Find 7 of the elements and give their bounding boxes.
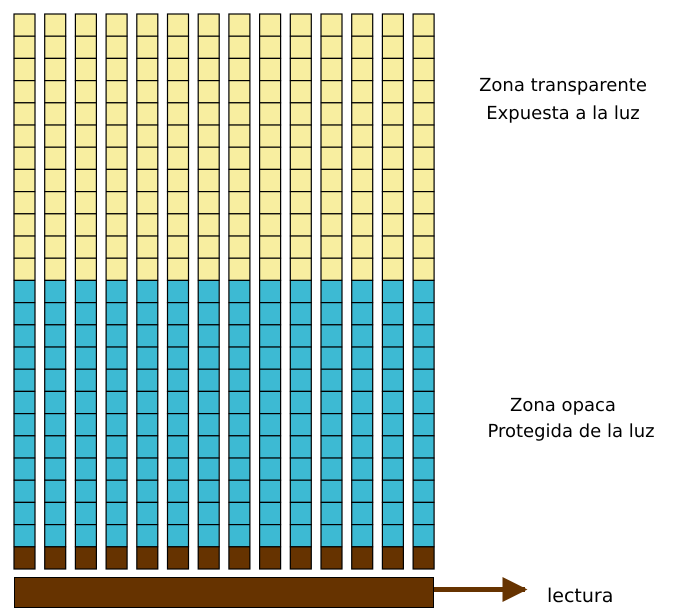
readout-register-bar xyxy=(14,577,434,608)
zone-label: Zona opaca xyxy=(510,395,616,417)
zone-label: Zona transparente xyxy=(479,75,647,97)
arrow xyxy=(434,577,528,602)
zone-label: Protegida de la luz xyxy=(487,421,655,443)
output-label: lectura xyxy=(547,585,614,608)
zone-label: Expuesta a la luz xyxy=(486,103,640,125)
